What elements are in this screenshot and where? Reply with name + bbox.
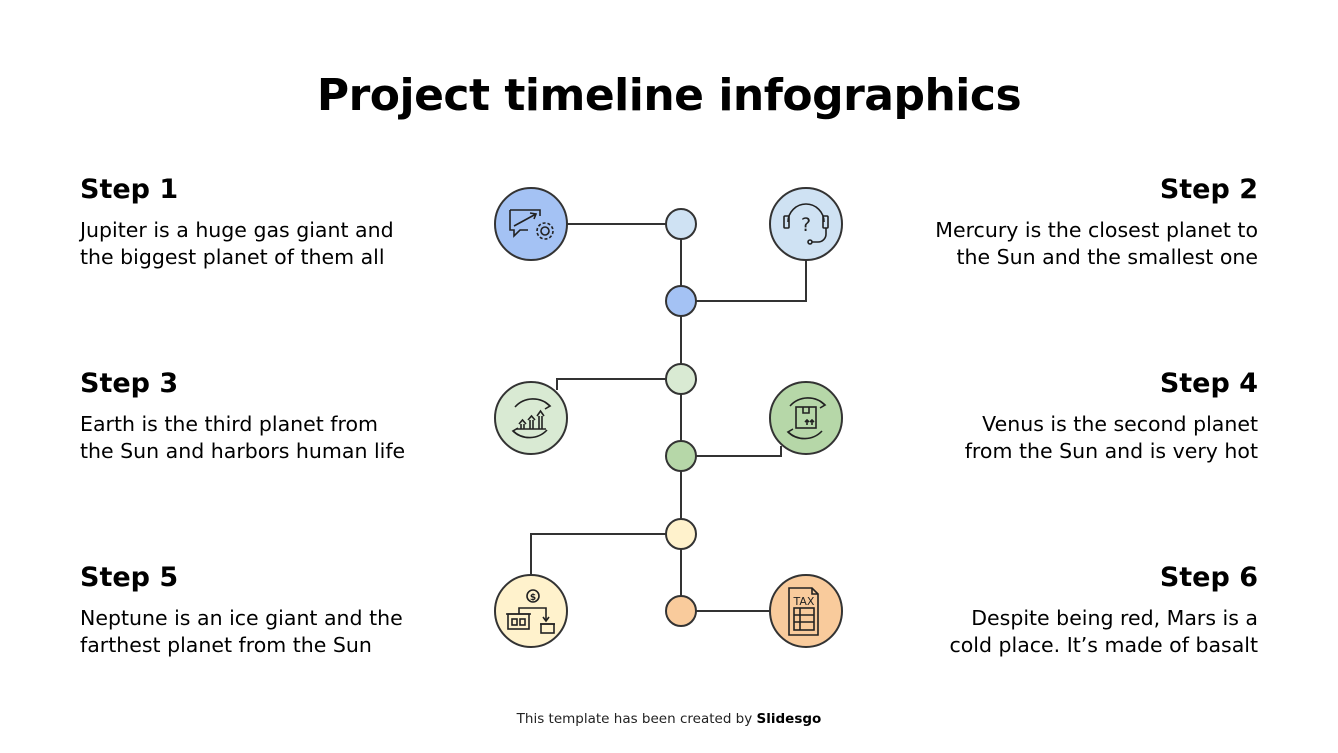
node-2[interactable]: [665, 285, 697, 317]
step-6-line-1: Despite being red, Mars is a: [971, 606, 1258, 630]
store-transfer-icon[interactable]: $: [494, 574, 568, 648]
step-4: Step 4 Venus is the second planet from t…: [878, 367, 1258, 465]
dollar-sign: $: [530, 593, 536, 603]
step-4-heading: Step 4: [1159, 368, 1258, 399]
step-4-line-1: Venus is the second planet: [982, 412, 1258, 436]
step-3-line-1: Earth is the third planet from: [80, 412, 379, 436]
box-cycle-icon[interactable]: [769, 381, 843, 455]
step-1-line-1: Jupiter is a huge gas giant and: [80, 218, 394, 242]
node-5[interactable]: [665, 518, 697, 550]
step-5: Step 5 Neptune is an ice giant and the f…: [80, 561, 460, 659]
step-6: Step 6 Despite being red, Mars is a cold…: [878, 561, 1258, 659]
step-3-heading: Step 3: [80, 368, 179, 399]
step-3-line-2: the Sun and harbors human life: [80, 439, 406, 463]
headset-question-icon[interactable]: ?: [769, 187, 843, 261]
connector-step-3: [556, 378, 681, 390]
step-4-line-2: from the Sun and is very hot: [964, 439, 1258, 463]
step-6-description: Despite being red, Mars is a cold place.…: [878, 605, 1258, 659]
chat-growth-gear-icon[interactable]: [494, 187, 568, 261]
node-3[interactable]: [665, 363, 697, 395]
node-4[interactable]: [665, 440, 697, 472]
step-1: Step 1 Jupiter is a huge gas giant and t…: [80, 173, 460, 271]
connector-step-4: [681, 446, 782, 457]
tax-label: TAX: [793, 595, 815, 608]
growth-cycle-icon[interactable]: [494, 381, 568, 455]
step-2-heading: Step 2: [1159, 174, 1258, 205]
footer-prefix: This template has been created by: [516, 711, 757, 727]
step-6-line-2: cold place. It’s made of basalt: [949, 633, 1258, 657]
step-3-description: Earth is the third planet from the Sun a…: [80, 411, 460, 465]
step-1-heading: Step 1: [80, 174, 179, 205]
step-2-line-1: Mercury is the closest planet to: [935, 218, 1258, 242]
step-5-description: Neptune is an ice giant and the farthest…: [80, 605, 460, 659]
step-2: Step 2 Mercury is the closest planet to …: [878, 173, 1258, 271]
footer-brand-link[interactable]: Slidesgo: [756, 711, 822, 727]
step-1-line-2: the biggest planet of them all: [80, 245, 385, 269]
footer-credit: This template has been created by Slides…: [0, 711, 1338, 727]
step-3: Step 3 Earth is the third planet from th…: [80, 367, 460, 465]
node-1[interactable]: [665, 208, 697, 240]
question-mark: ?: [801, 214, 811, 236]
step-4-description: Venus is the second planet from the Sun …: [878, 411, 1258, 465]
step-5-line-1: Neptune is an ice giant and the: [80, 606, 403, 630]
node-6[interactable]: [665, 595, 697, 627]
page-title: Project timeline infographics: [316, 70, 1022, 121]
connector-lines: [530, 223, 807, 612]
connector-step-2: [681, 260, 807, 302]
connector-step-5: [530, 533, 681, 575]
step-2-line-2: the Sun and the smallest one: [956, 245, 1258, 269]
step-5-heading: Step 5: [80, 562, 179, 593]
step-1-description: Jupiter is a huge gas giant and the bigg…: [80, 217, 460, 271]
step-5-line-2: farthest planet from the Sun: [80, 633, 372, 657]
tax-document-icon[interactable]: TAX: [769, 574, 843, 648]
timeline-nodes: [665, 208, 697, 627]
step-6-heading: Step 6: [1159, 562, 1258, 593]
step-2-description: Mercury is the closest planet to the Sun…: [878, 217, 1258, 271]
